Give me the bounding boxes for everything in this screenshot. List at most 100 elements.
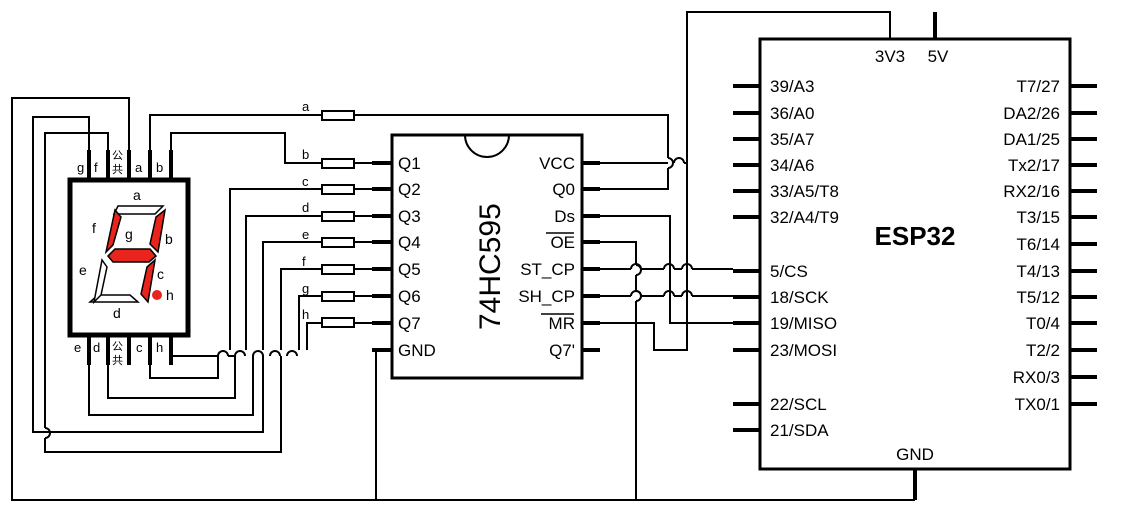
bottom-pin-label: c (136, 340, 143, 355)
esp32-pin-label: T5/12 (1017, 288, 1060, 307)
shift-register-74hc595: 74HC595 Q1 Q2 Q3 Q4 Q5 Q6 Q7 GND VCC Q0 … (372, 133, 600, 380)
resistor-f (321, 264, 355, 275)
top-pin-label: b (156, 160, 163, 175)
esp32-pin-label: 19/MISO (770, 314, 837, 333)
ic-pin-label: ST_CP (520, 260, 575, 279)
esp32-pin-label: DA2/26 (1003, 104, 1060, 123)
top-pin-label-common-1: 公 (112, 150, 123, 162)
esp32-pin-label: T2/2 (1026, 341, 1060, 360)
ic-pin-label: Q7 (398, 314, 421, 333)
top-pin-label: f (94, 160, 98, 175)
segment-label-a: a (133, 187, 141, 203)
resistor-array: a b c d e f g h (302, 99, 355, 328)
esp32-pin-label: T3/15 (1017, 208, 1060, 227)
ic-pin-label: Q4 (398, 233, 421, 252)
display-top-pins: g f 公 共 a b (77, 150, 173, 180)
ic-pin-label: OE (550, 233, 575, 252)
segment-label-b: b (165, 231, 173, 247)
esp32-pin-label: RX2/16 (1003, 182, 1060, 201)
resistor-g (321, 291, 355, 302)
bottom-pin-label: h (156, 340, 163, 355)
display-bottom-pins: e d 公 共 c h (74, 335, 173, 367)
ic-pin-label: SH_CP (518, 287, 575, 306)
bottom-pin-label: d (93, 340, 100, 355)
segment-b (149, 208, 167, 254)
esp32-pin-label: 35/A7 (770, 130, 814, 149)
bottom-pin-label: e (74, 340, 81, 355)
esp32-pin-label: 34/A6 (770, 156, 814, 175)
top-pin-label: g (77, 160, 84, 175)
segment-f (104, 208, 122, 255)
esp32-3v3-label: 3V3 (875, 47, 905, 66)
resistor-d (321, 211, 355, 222)
segment-g (106, 248, 158, 263)
segment-label-h: h (166, 287, 174, 303)
esp32-pin-label: 33/A5/T8 (770, 182, 839, 201)
segment-a (112, 205, 165, 215)
ic-pin-label: Ds (554, 207, 575, 226)
resistor-label: c (302, 174, 309, 189)
segment-h-dot (152, 290, 162, 300)
wires (11, 11, 915, 501)
esp32-pin-label: 39/A3 (770, 77, 814, 96)
segment-label-e: e (79, 262, 87, 278)
esp32-pin-label: 18/SCK (770, 288, 829, 307)
ic-notch (464, 134, 510, 158)
bottom-pin-label-common-2: 共 (112, 354, 123, 367)
ic-pin-label: Q1 (398, 154, 421, 173)
esp32-pin-label: 23/MOSI (770, 341, 837, 360)
ic-label: 74HC595 (474, 203, 507, 330)
esp32-pin-label: T0/4 (1026, 314, 1060, 333)
esp32-left-pins: 39/A3 36/A0 35/A7 34/A6 33/A5/T8 32/A4/T… (733, 77, 839, 440)
resistor-a (321, 110, 355, 121)
resistor-label: d (302, 200, 309, 215)
segment-e (92, 258, 108, 305)
esp32-right-pins: T7/27 DA2/26 DA1/25 Tx2/17 RX2/16 T3/15 … (1003, 77, 1097, 414)
resistor-label: e (302, 227, 309, 242)
esp32-pin-label: 5/CS (770, 262, 808, 281)
esp32-pin-label: TX0/1 (1015, 395, 1060, 414)
ic-pin-label: MR (549, 314, 575, 333)
ic-pin-label: Q6 (398, 287, 421, 306)
esp32-pin-label: 22/SCL (770, 395, 827, 414)
ic-pin-label: Q7' (549, 341, 575, 360)
resistor-label: a (302, 99, 310, 114)
esp32-gnd-label: GND (896, 445, 934, 464)
ic-pin-label: Q3 (398, 207, 421, 226)
esp32-pin-label: T7/27 (1017, 77, 1060, 96)
segment-c (140, 258, 157, 304)
resistor-label: g (302, 281, 309, 296)
resistor-label: b (302, 147, 309, 162)
segment-label-d: d (113, 305, 121, 321)
resistor-c (321, 184, 355, 195)
segment-label-f: f (92, 220, 96, 236)
esp32-pin-label: DA1/25 (1003, 130, 1060, 149)
ic-pin-label: Q2 (398, 180, 421, 199)
esp32-pin-label: 32/A4/T9 (770, 208, 839, 227)
top-pin-label-common-2: 共 (112, 163, 123, 176)
resistor-b (321, 158, 355, 169)
esp32-pin-label: 36/A0 (770, 104, 814, 123)
ic-body (390, 133, 584, 380)
ic-pin-label: GND (398, 341, 436, 360)
esp32-5v-label: 5V (928, 47, 949, 66)
segment-label-c: c (157, 266, 164, 282)
esp32-label: ESP32 (875, 221, 956, 251)
seven-segment-display: g f 公 共 a b e d 公 共 c h a b c d (67, 150, 191, 367)
esp32-pin-label: 21/SDA (770, 421, 829, 440)
esp32-pin-label: Tx2/17 (1008, 156, 1060, 175)
ic-pin-label: Q0 (552, 180, 575, 199)
bottom-pin-label-common-1: 公 (112, 341, 123, 353)
top-pin-label: a (135, 160, 143, 175)
resistor-e (321, 237, 355, 248)
esp32-module: ESP32 3V3 5V GND 39/A3 36/A0 35/A7 34/A6… (733, 12, 1097, 500)
ic-pin-label: VCC (539, 154, 575, 173)
resistor-label: h (302, 307, 309, 322)
esp32-pin-label: T6/14 (1017, 235, 1060, 254)
resistor-label: f (302, 254, 306, 269)
esp32-body (758, 37, 1072, 471)
esp32-pin-label: T4/13 (1017, 262, 1060, 281)
esp32-pin-label: RX0/3 (1013, 368, 1060, 387)
